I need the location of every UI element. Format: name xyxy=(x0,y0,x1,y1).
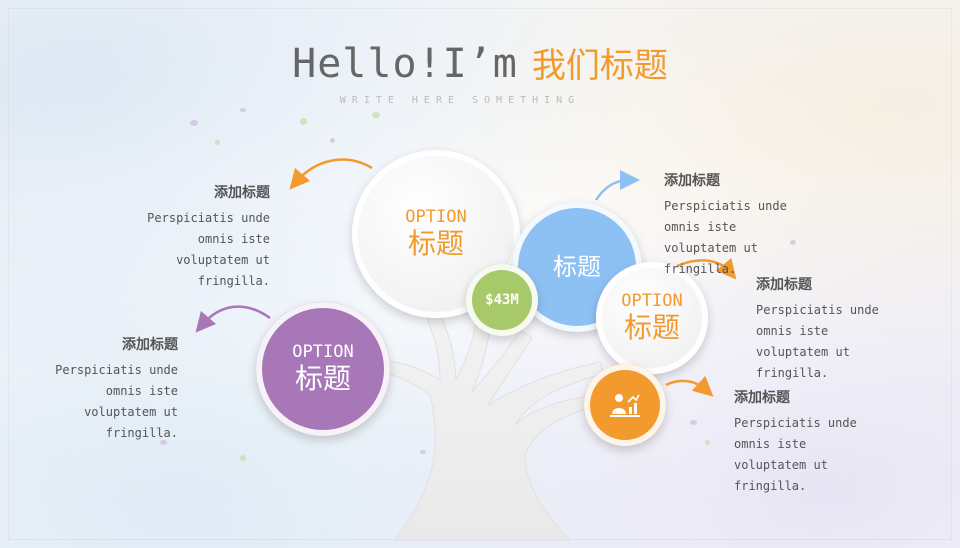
block-heading: 添加标题 xyxy=(734,390,790,406)
arrow-mid-left xyxy=(195,305,271,333)
splatter xyxy=(420,450,426,454)
block-line: omnis iste xyxy=(734,437,807,451)
splatter xyxy=(372,112,380,118)
splatter xyxy=(330,138,335,143)
splatter xyxy=(690,420,697,425)
arrow-bottom-right xyxy=(665,375,714,397)
splatter xyxy=(705,440,710,445)
block-line: omnis iste xyxy=(197,232,270,246)
text-block-top-left: 添加标题 Perspiciatis unde omnis iste volupt… xyxy=(110,183,270,292)
chart-person-icon xyxy=(610,394,640,417)
text-block-mid-right: 添加标题 Perspiciatis unde omnis iste volupt… xyxy=(756,275,916,384)
text-block-bottom-right: 添加标题 Perspiciatis unde omnis iste volupt… xyxy=(734,388,894,497)
title-tag: 标题 xyxy=(407,227,464,260)
block-line: voluptatem ut xyxy=(176,253,270,267)
block-heading: 添加标题 xyxy=(122,337,178,353)
circle-green-value: $43M xyxy=(466,264,538,336)
block-heading: 添加标题 xyxy=(664,173,720,189)
block-line: voluptatem ut xyxy=(84,405,178,419)
title-english: Hello!I’m xyxy=(292,41,518,87)
splatter xyxy=(160,440,167,445)
splatter xyxy=(300,118,307,125)
arrow-top-right xyxy=(594,170,640,201)
splatter xyxy=(790,240,796,245)
block-line: voluptatem ut xyxy=(734,458,828,472)
block-line: omnis iste xyxy=(664,220,737,234)
page-title: Hello!I’m 我们标题 xyxy=(0,38,960,87)
title-tag: 标题 xyxy=(294,362,351,395)
value-label: $43M xyxy=(485,292,519,308)
text-block-mid-left: 添加标题 Perspiciatis unde omnis iste volupt… xyxy=(18,335,178,444)
splatter xyxy=(240,108,246,112)
text-block-top-right: 添加标题 Perspiciatis unde omnis iste volupt… xyxy=(664,171,824,280)
subtitle: WRITE HERE SOMETHING xyxy=(339,95,581,106)
block-line: Perspiciatis unde xyxy=(55,363,178,377)
arrow-mid-right xyxy=(676,257,737,280)
option-label: OPTION xyxy=(621,291,683,311)
block-line: fringilla. xyxy=(105,426,178,440)
splatter xyxy=(240,455,246,461)
block-line: Perspiciatis unde xyxy=(147,211,270,225)
title-tag: 标题 xyxy=(623,311,680,344)
block-line: fringilla. xyxy=(734,479,807,493)
block-line: Perspiciatis unde xyxy=(734,416,857,430)
block-line: voluptatem ut xyxy=(756,345,850,359)
block-heading: 添加标题 xyxy=(756,277,812,293)
circle-right-option: OPTION 标题 xyxy=(596,262,708,374)
option-label: OPTION xyxy=(292,342,354,362)
block-line: Perspiciatis unde xyxy=(664,199,787,213)
circle-orange-icon xyxy=(584,364,666,446)
block-line: Perspiciatis unde xyxy=(756,303,879,317)
block-line: fringilla. xyxy=(197,274,270,288)
option-label: OPTION xyxy=(405,207,467,227)
arrow-top-left xyxy=(289,158,373,190)
title-chinese: 我们标题 xyxy=(531,46,668,86)
title-tag: 标题 xyxy=(553,253,601,281)
block-line: omnis iste xyxy=(756,324,829,338)
splatter xyxy=(215,140,220,145)
block-heading: 添加标题 xyxy=(214,185,270,201)
block-line: fringilla. xyxy=(756,366,829,380)
splatter xyxy=(190,120,198,126)
block-line: fringilla. xyxy=(664,262,737,276)
circle-left-option: OPTION 标题 xyxy=(256,302,390,436)
block-line: omnis iste xyxy=(105,384,178,398)
block-line: voluptatem ut xyxy=(664,241,758,255)
